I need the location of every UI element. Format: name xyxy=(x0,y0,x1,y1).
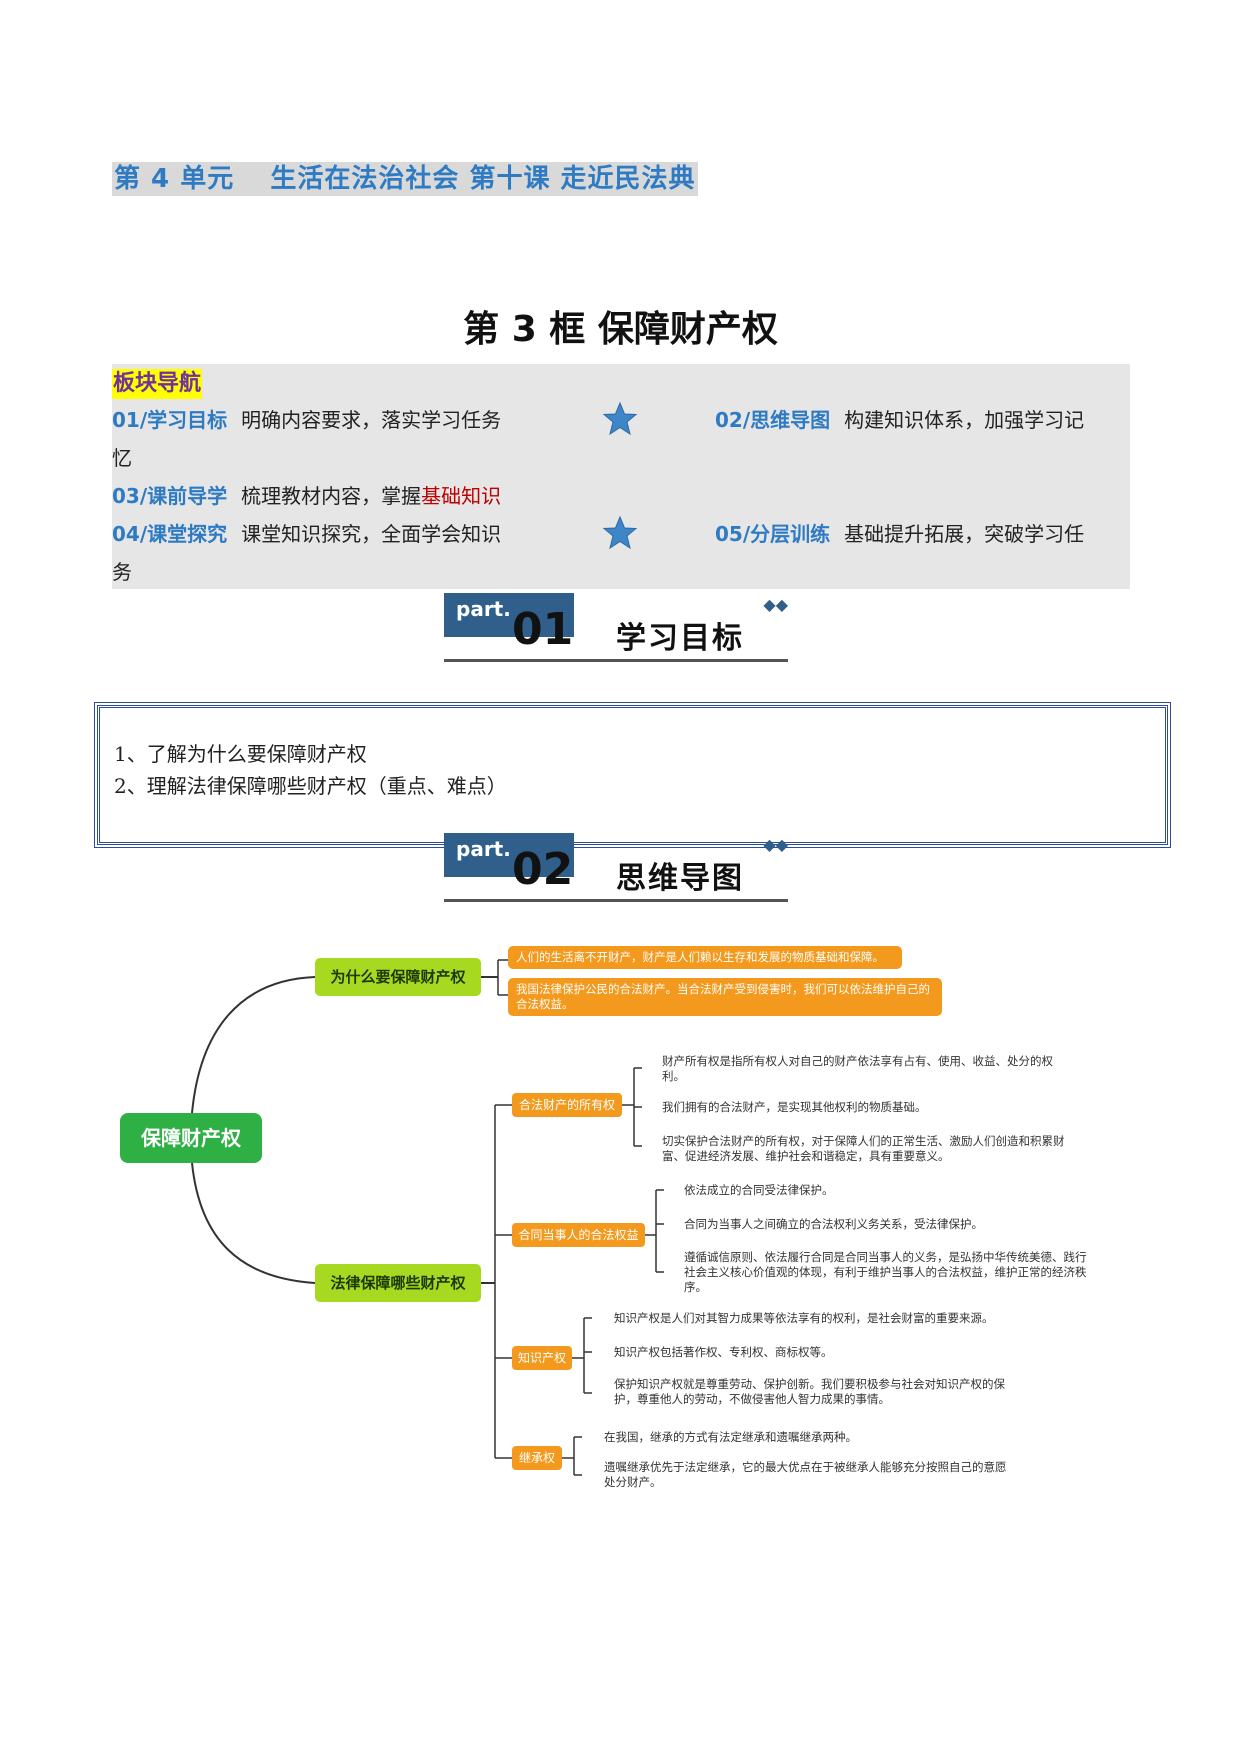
nav-item-04-text: 课堂知识探究，全面学会知识 xyxy=(241,522,502,546)
unit-title: 第 4 单元 生活在法治社会 第十课 走近民法典 xyxy=(112,162,698,196)
mindmap-leaf: 保护知识产权就是尊重劳动、保护创新。我们要积极参与社会对知识产权的保护，尊重他人… xyxy=(614,1377,1005,1406)
goal-item-1: 1、了解为什么要保障财产权 xyxy=(114,742,367,766)
mindmap-why-point-1: 人们的生活离不开财产，财产是人们赖以生存和发展的物质基础和保障。 xyxy=(508,946,902,969)
part-underline xyxy=(444,659,788,662)
decor-dots-icon: ◆◆ xyxy=(763,835,788,854)
part-label: part. xyxy=(456,597,511,621)
mindmap-node-inherit: 继承权 xyxy=(512,1446,562,1470)
nav-item-03-highlight: 基础知识 xyxy=(421,484,502,508)
nav-item-01-code: 01/学习目标 xyxy=(112,408,228,432)
unit-title-part-b: 生活在法治社会 第十课 走近民法典 xyxy=(270,164,696,194)
part-number: 01 xyxy=(512,604,574,655)
mindmap-node-ip: 知识产权 xyxy=(512,1346,572,1370)
part-label-box xyxy=(444,833,574,877)
part-01-banner: part. 01 学习目标 ◆◆ xyxy=(444,593,788,663)
decor-dots-icon: ◆◆ xyxy=(763,595,788,614)
part-underline xyxy=(444,899,788,902)
mindmap-leaf: 依法成立的合同受法律保护。 xyxy=(684,1183,834,1197)
part-02-banner: part. 02 思维导图 ◆◆ xyxy=(444,833,788,903)
nav-item-03-code: 03/课前导学 xyxy=(112,484,228,508)
part-label: part. xyxy=(456,837,511,861)
nav-item-05-text: 基础提升拓展，突破学习任 xyxy=(844,522,1085,546)
nav-item-02-text-wrap: 忆 xyxy=(112,446,132,470)
part-number: 02 xyxy=(512,844,574,895)
mindmap-leaf: 遗嘱继承优先于法定继承，它的最大优点在于被继承人能够充分按照自己的意愿处分财产。 xyxy=(604,1460,1007,1489)
mindmap-leaf: 我们拥有的合法财产，是实现其他权利的物质基础。 xyxy=(662,1100,927,1114)
nav-item-03-text: 梳理教材内容，掌握 xyxy=(241,484,422,508)
mindmap-node-ownership: 合法财产的所有权 xyxy=(512,1093,622,1117)
part-title: 思维导图 xyxy=(616,861,744,896)
unit-title-part-a: 第 4 单元 xyxy=(114,164,235,194)
mindmap-leaf: 知识产权包括著作权、专利权、商标权等。 xyxy=(614,1345,833,1359)
mindmap-leaf: 知识产权是人们对其智力成果等依法享有的权利，是社会财富的重要来源。 xyxy=(614,1311,994,1325)
star-icon xyxy=(602,515,638,550)
nav-item-05-code: 05/分层训练 xyxy=(715,522,831,546)
nav-item-05-text-wrap: 务 xyxy=(112,560,132,584)
star-icon xyxy=(602,401,638,436)
nav-panel xyxy=(112,364,1130,589)
mindmap-leaf: 合同为当事人之间确立的合法权利义务关系，受法律保护。 xyxy=(684,1217,983,1231)
nav-item-03[interactable]: 03/课前导学梳理教材内容，掌握基础知识 xyxy=(112,477,501,515)
mindmap-branch-why: 为什么要保障财产权 xyxy=(315,958,481,996)
nav-item-04-code: 04/课堂探究 xyxy=(112,522,228,546)
mindmap-why-point-2: 我国法律保护公民的合法财产。当合法财产受到侵害时，我们可以依法维护自己的合法权益… xyxy=(508,978,942,1016)
nav-item-04[interactable]: 04/课堂探究课堂知识探究，全面学会知识 xyxy=(112,515,501,553)
goals-box: 1、了解为什么要保障财产权 2、理解法律保障哪些财产权（重点、难点） xyxy=(94,702,1171,848)
mindmap-leaf: 切实保护合法财产的所有权，对于保障人们的正常生活、激励人们创造和积累财富、促进经… xyxy=(662,1134,1065,1163)
nav-item-02-code: 02/思维导图 xyxy=(715,408,831,432)
nav-item-05[interactable]: 05/分层训练基础提升拓展，突破学习任 xyxy=(715,515,1084,553)
part-title: 学习目标 xyxy=(616,621,744,656)
mindmap-leaf: 在我国，继承的方式有法定继承和遗嘱继承两种。 xyxy=(604,1430,857,1444)
goal-item-2: 2、理解法律保障哪些财产权（重点、难点） xyxy=(114,774,507,798)
mindmap-root: 保障财产权 xyxy=(120,1113,262,1163)
nav-item-02[interactable]: 02/思维导图构建知识体系，加强学习记 xyxy=(715,401,1084,439)
mindmap-branch-what: 法律保障哪些财产权 xyxy=(315,1264,481,1302)
nav-item-01[interactable]: 01/学习目标明确内容要求，落实学习任务 xyxy=(112,401,501,439)
lesson-title: 第 3 框 保障财产权 xyxy=(463,309,778,350)
nav-item-01-text: 明确内容要求，落实学习任务 xyxy=(241,408,502,432)
part-label-box xyxy=(444,593,574,637)
mindmap-node-contract: 合同当事人的合法权益 xyxy=(512,1223,645,1247)
mindmap-leaf: 遵循诚信原则、依法履行合同是合同当事人的义务，是弘扬中华传统美德、践行社会主义核… xyxy=(684,1250,1087,1294)
nav-item-02-text: 构建知识体系，加强学习记 xyxy=(844,408,1085,432)
nav-heading: 板块导航 xyxy=(112,369,203,399)
mindmap-leaf: 财产所有权是指所有权人对自己的财产依法享有占有、使用、收益、处分的权利。 xyxy=(662,1054,1053,1083)
